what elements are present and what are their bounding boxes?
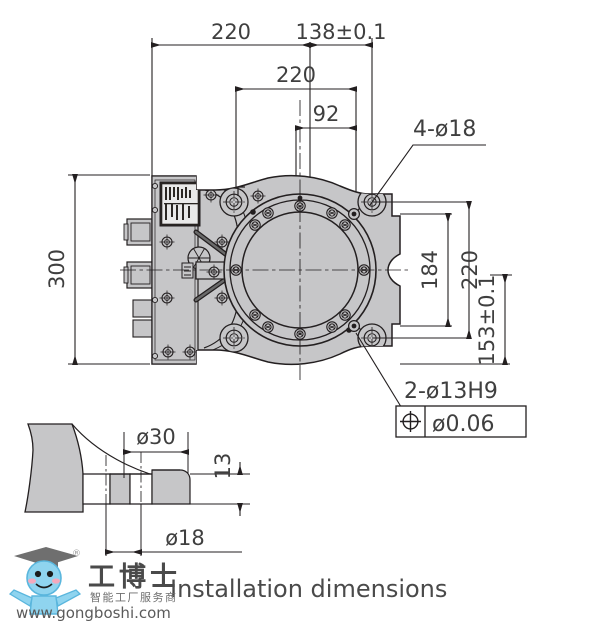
section-wall-profile <box>24 423 84 513</box>
left-dimension-group: 300 <box>45 174 150 365</box>
dim-label-184: 184 <box>418 250 442 290</box>
dowel-hole-bottom-right <box>348 320 361 333</box>
leader-line-2xd13h9 <box>355 332 404 411</box>
section-material-b <box>151 469 191 505</box>
watermark-tagline-cn: 智能工厂服务商 <box>90 590 178 604</box>
left-edge-screws <box>152 182 159 360</box>
registered-mark: ® <box>72 549 81 559</box>
connector-block-upper <box>123 218 155 246</box>
callout-label-4xd18: 4-ø18 <box>413 117 476 142</box>
section-material-a <box>109 473 131 505</box>
nameplate-text-marks <box>164 187 198 220</box>
right-dimension-group: 184 220 153±0.1 <box>372 201 512 366</box>
dowel-hole-top-right <box>348 208 361 221</box>
detail-dim-d18: ø18 <box>105 504 242 556</box>
section-detail-view: ø30 13 ø18 <box>24 423 250 556</box>
detail-dim-d30: ø30 <box>123 425 189 478</box>
callout-label-2xd13h9: 2-ø13H9 <box>404 379 498 404</box>
top-dimension-group: 220 138±0.1 220 92 <box>151 20 387 206</box>
section-centerlines <box>105 452 142 538</box>
dim-label-d18: ø18 <box>165 526 205 550</box>
dim-label-13: 13 <box>211 453 235 480</box>
mascot-body-icon <box>29 595 59 615</box>
leader-line-4xd18 <box>369 144 486 206</box>
position-tolerance-icon <box>400 411 421 432</box>
watermark-gongboshi: ® 工博士 智能工厂服务商 www.gongboshi.com <box>8 547 181 622</box>
dim-label-153: 153±0.1 <box>475 274 499 365</box>
dim-label-top-220: 220 <box>211 20 251 44</box>
detail-dim-13: 13 <box>190 453 250 516</box>
dim-label-inner-220: 220 <box>276 63 316 87</box>
mounting-boss-top-left <box>219 187 249 217</box>
watermark-mascot-icon: ® <box>8 547 82 615</box>
tolerance-value: ø0.06 <box>432 412 494 437</box>
figure-caption: Installation dimensions <box>170 575 447 603</box>
feature-control-frame: ø0.06 <box>395 405 527 438</box>
dim-label-d30: ø30 <box>136 425 176 449</box>
dim-label-220-vertical: 220 <box>458 250 482 290</box>
callout-2x-d13h9: 2-ø13H9 ø0.06 <box>355 332 527 438</box>
dim-label-top-138: 138±0.1 <box>295 20 386 44</box>
dim-label-92: 92 <box>313 102 340 126</box>
mounting-boss-bottom-left <box>219 323 249 353</box>
watermark-brand-cn: 工博士 <box>88 561 181 593</box>
robot-base-body <box>120 100 410 380</box>
connector-block-lower <box>123 261 155 289</box>
dim-label-300: 300 <box>45 249 69 289</box>
watermark-url: www.gongboshi.com <box>16 604 171 622</box>
center-lines <box>120 100 410 380</box>
callout-4x-d18: 4-ø18 <box>369 117 486 206</box>
mascot-head-icon <box>26 560 62 596</box>
mascot-cap-icon <box>14 547 78 566</box>
